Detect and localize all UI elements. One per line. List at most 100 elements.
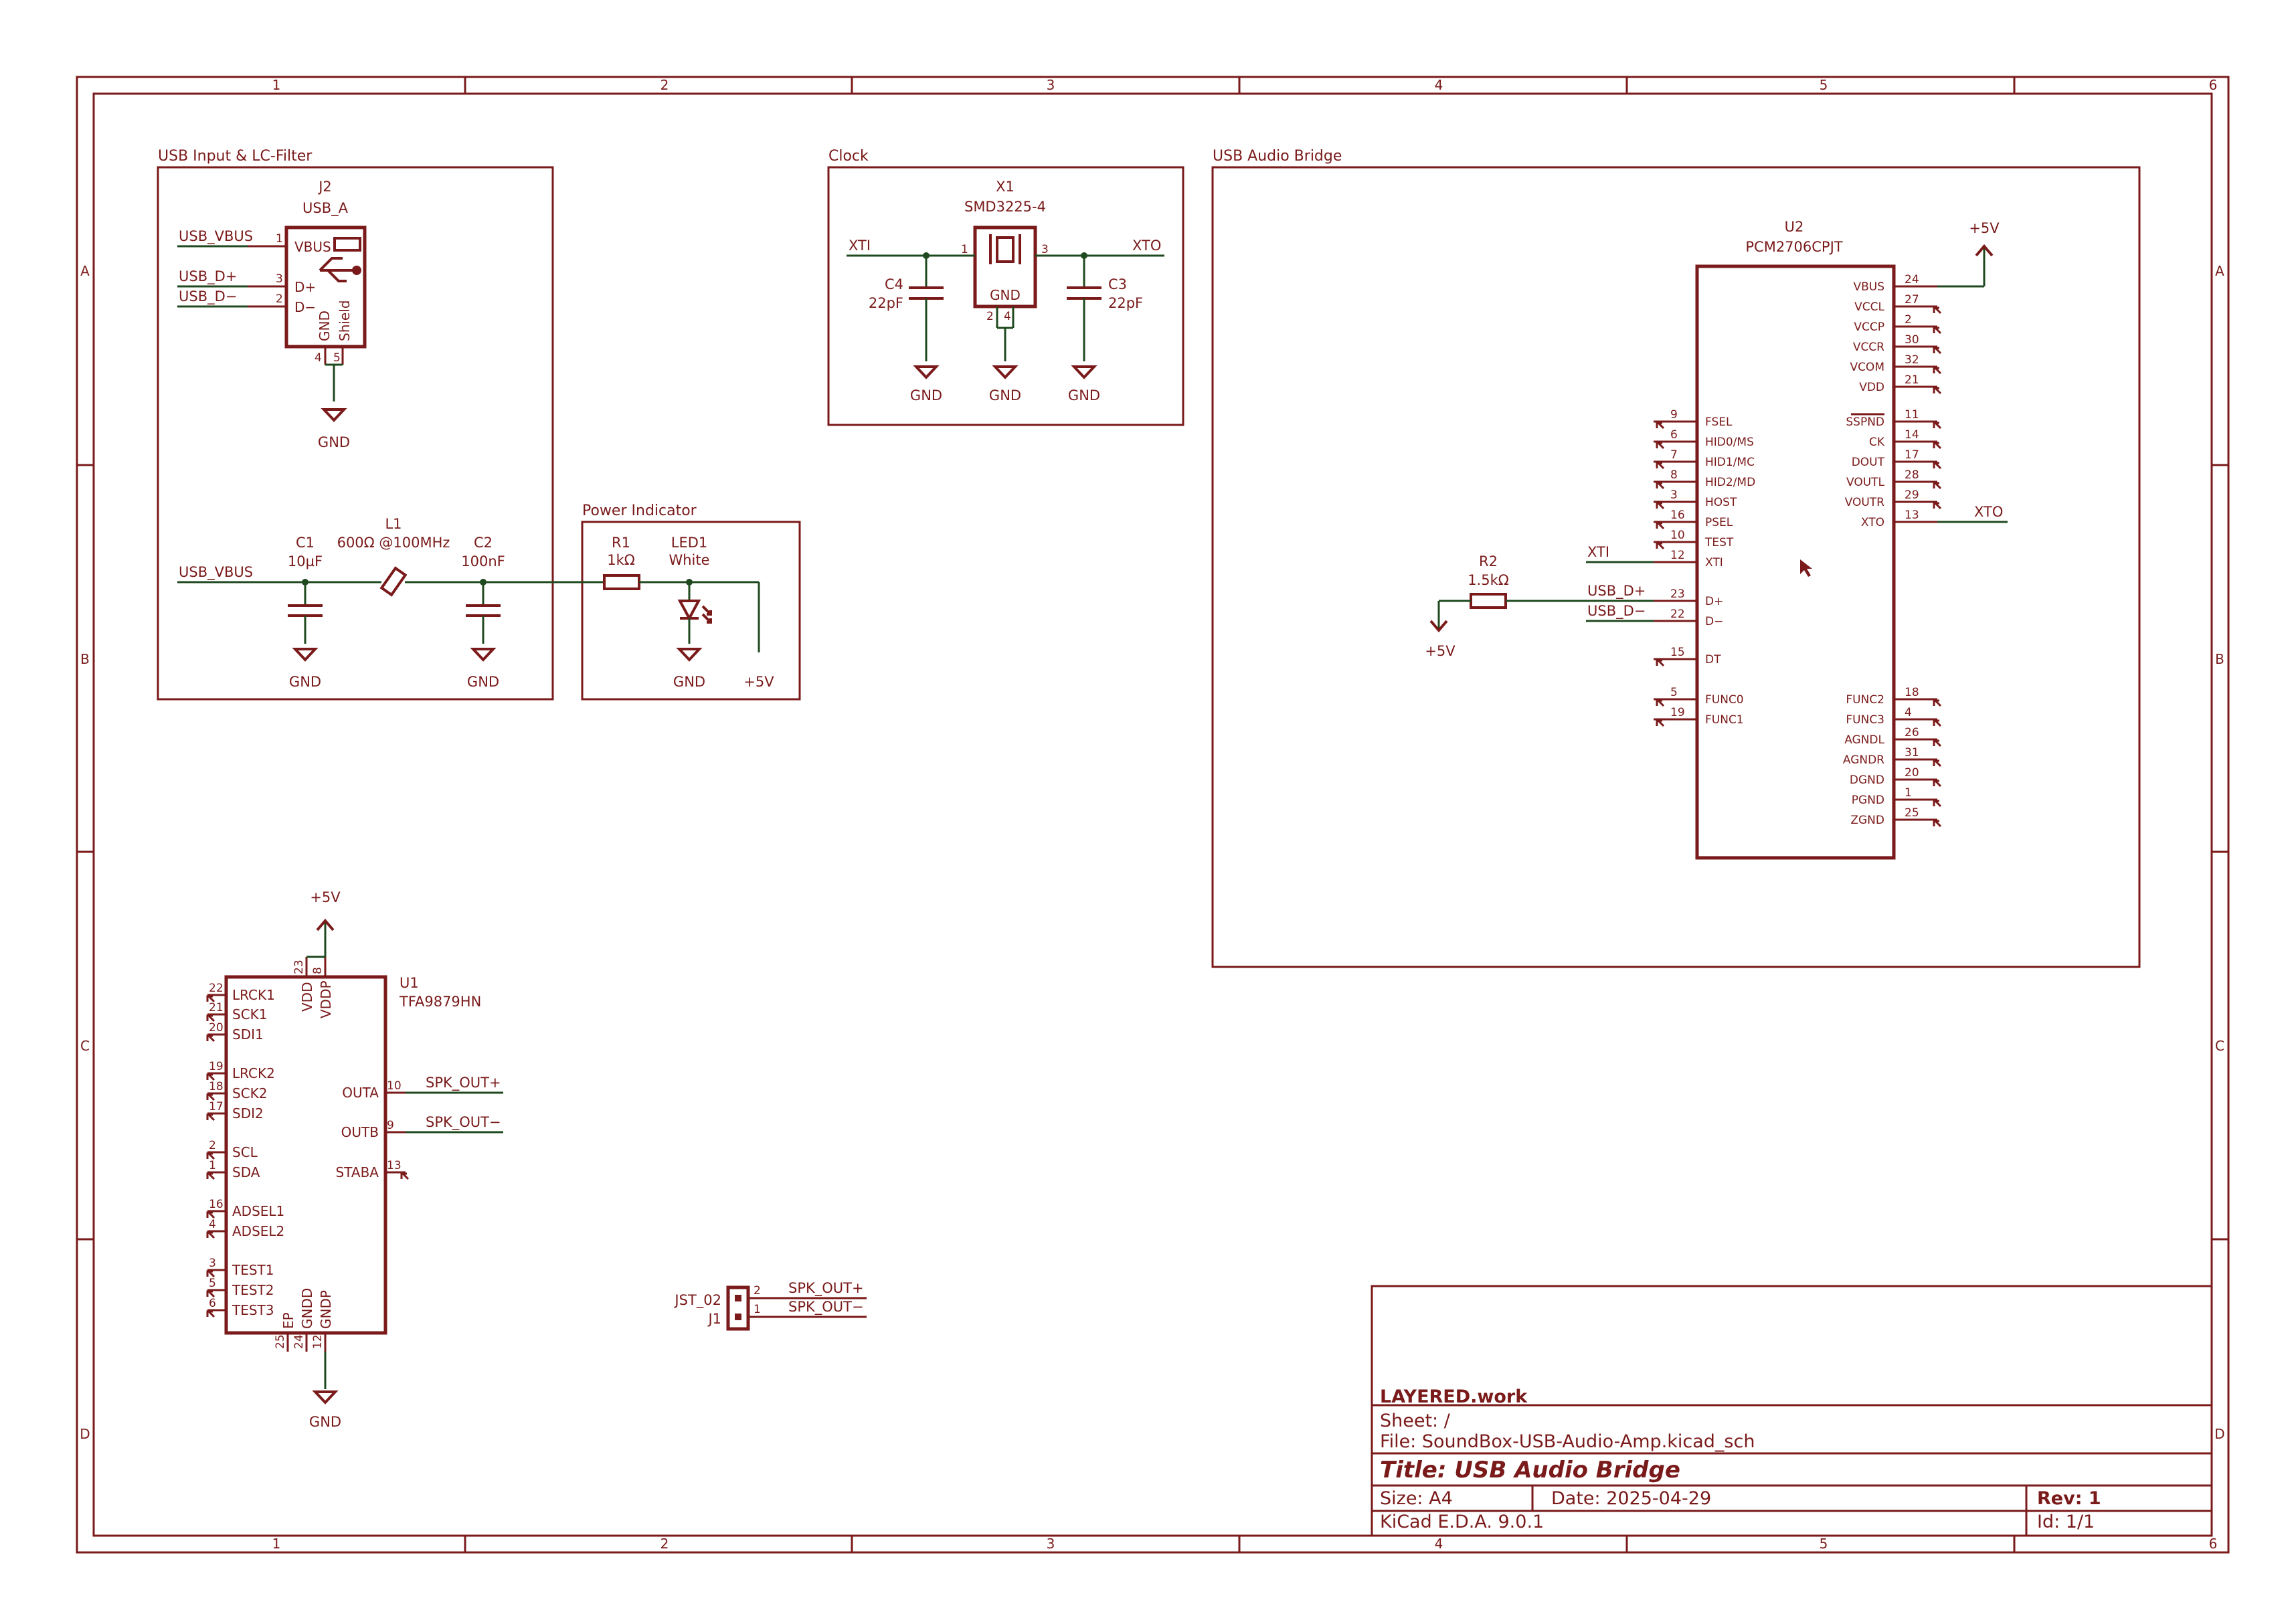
u2-pin-number: 32 (1905, 353, 1919, 367)
u2-pin-name: VCCP (1854, 321, 1884, 334)
u1-pin-name: TEST3 (232, 1302, 274, 1318)
u2-pin-number: 16 (1670, 509, 1685, 522)
l1-value: 600Ω @100MHz (337, 535, 450, 551)
net-label-usb-dp-j2: USB_D+ (179, 268, 237, 285)
u2-pin-number: 20 (1905, 766, 1919, 780)
col-label-top-2: 2 (660, 77, 669, 93)
col-label-top-1: 1 (272, 77, 281, 93)
u2-pin-name: VOUTL (1846, 476, 1885, 489)
u1-pin-name: STABA (336, 1164, 379, 1180)
u2-pin-number: 5 (1670, 686, 1678, 699)
net-label-spk-m-j1: SPK_OUT− (788, 1299, 864, 1316)
u2-pin-name: TEST (1704, 536, 1734, 549)
row-label-left-d: D (80, 1426, 90, 1442)
u2-pin-number: 31 (1905, 746, 1919, 759)
j1-jst-connector[interactable]: JST_02 J1 2 1 SPK_OUT+ SPK_OUT− (673, 1280, 867, 1331)
tb-id: Id: 1/1 (2037, 1512, 2095, 1532)
u1-pin-name: ADSEL2 (232, 1223, 284, 1239)
u1-pin-number: 13 (387, 1159, 402, 1172)
c4-gnd-label: GND (910, 387, 942, 403)
u2-pin-name: VCCL (1854, 300, 1884, 314)
j2-pin-dm: D− (294, 299, 316, 315)
j2-pin-vbus: VBUS (294, 239, 331, 255)
j1-ref: J1 (707, 1311, 721, 1327)
u2-pin-d-: 23D+ (1654, 588, 1723, 608)
u2-pin-number: 14 (1905, 428, 1919, 442)
u2-pin-name: CK (1869, 436, 1885, 449)
c2-value: 100nF (461, 553, 505, 569)
u2-pin-name: VCOM (1850, 361, 1884, 374)
u2-pin-name: FUNC1 (1705, 713, 1744, 727)
u2-pin-number: 1 (1905, 786, 1912, 800)
lc-filter[interactable]: USB_VBUS C1 10µF GND L1 600Ω @100MHz C2 … (177, 516, 602, 690)
j2-pin-num-3: 3 (276, 272, 283, 286)
u1-pin-number: 22 (209, 982, 224, 995)
row-label-left-b: B (80, 651, 90, 667)
u1-pin-name: SDI2 (232, 1105, 264, 1121)
net-label-spk-p-j1: SPK_OUT+ (788, 1280, 864, 1297)
tb-company: LAYERED.work (1380, 1386, 1528, 1407)
usb-icon (319, 237, 361, 282)
u1-pin-number: 6 (209, 1297, 216, 1310)
r2-5v-label: +5V (1425, 643, 1456, 659)
u2-pin-number: 7 (1670, 448, 1678, 462)
tb-rev: Rev: 1 (2037, 1488, 2101, 1509)
u1-pin-name: SDA (232, 1164, 260, 1180)
led1-gnd-label: GND (673, 674, 705, 690)
u1-pin-name: TEST2 (232, 1282, 274, 1298)
u2-pin-name: PSEL (1705, 516, 1733, 529)
j2-ref: J2 (317, 179, 332, 195)
u1-value: TFA9879HN (399, 994, 481, 1010)
j2-usb-connector[interactable]: J2 USB_A VBUS D+ D− GND Shield 1 3 2 4 5… (177, 179, 367, 450)
power-indicator[interactable]: R1 1kΩ LED1 White GND +5V (602, 535, 774, 690)
net-label-usb-dm-j2: USB_D− (179, 288, 237, 305)
u2-pin-number: 18 (1905, 686, 1919, 699)
u2-pin-number: 3 (1670, 488, 1678, 502)
u2-pin-number: 26 (1905, 726, 1919, 739)
col-label-top-5: 5 (1820, 77, 1828, 93)
x1-gnd-label: GND (989, 387, 1021, 403)
u1-pin-num-25: 25 (274, 1334, 287, 1349)
j1-value: JST_02 (673, 1292, 721, 1309)
clock-circuit[interactable]: X1 SMD3225-4 GND 1 3 2 4 GND XTI XTO GND… (847, 179, 1164, 403)
group-label-clock: Clock (828, 148, 869, 165)
u1-pin-number: 18 (209, 1080, 224, 1093)
c3-value: 22pF (1108, 295, 1143, 311)
u1-pin-number: 5 (209, 1277, 216, 1290)
c1-ref: C1 (296, 535, 315, 551)
u1-pin-name: LRCK2 (232, 1065, 275, 1081)
u1-pin-name: ADSEL1 (232, 1203, 284, 1219)
u1-pin-num-12: 12 (311, 1334, 325, 1349)
j2-gnd-label: GND (318, 434, 350, 450)
u2-pin-name: VCCR (1853, 341, 1884, 354)
u2-pin-number: 28 (1905, 468, 1919, 482)
u1-pin-number: 17 (209, 1100, 224, 1113)
u2-right-pins: 24VBUS27VCCL2VCCP30VCCR32VCOM21VDD11SSPN… (1843, 273, 1942, 828)
u2-pcm2706[interactable]: U2 PCM2706CPJT 9FSEL6HID0/MS7HID1/MC8HID… (1425, 219, 2008, 860)
u2-ref: U2 (1785, 219, 1804, 235)
group-boxes: USB Input & LC-Filter Clock USB Audio Br… (157, 148, 2141, 968)
u2-pin-number: 8 (1670, 468, 1678, 482)
net-label-usb-vbus-filter: USB_VBUS (179, 564, 253, 581)
u1-pin-vdd: VDD (299, 982, 315, 1012)
x1-gnd-pin-label: GND (990, 287, 1021, 303)
j1-pin-num-1: 1 (754, 1303, 761, 1316)
r1-value: 1kΩ (607, 552, 635, 568)
u2-pin-number: 6 (1670, 428, 1678, 442)
u2-pin-name: PGND (1852, 794, 1884, 807)
